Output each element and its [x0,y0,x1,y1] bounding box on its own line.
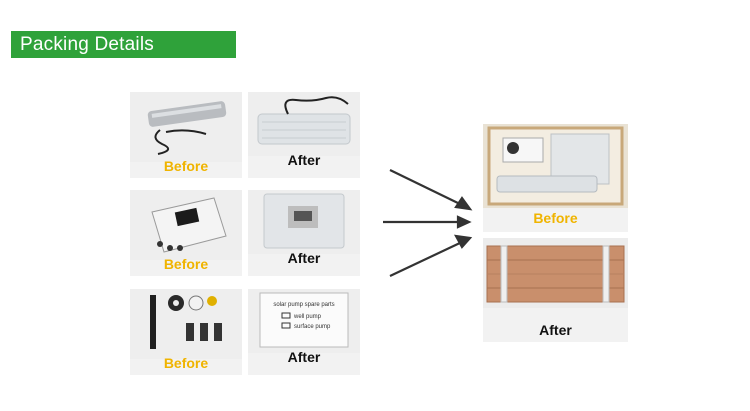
parts-before-card: Before [130,289,242,375]
crate-before-card: Before [483,124,628,232]
before-label: Before [163,355,209,371]
box-label-line3: surface pump [294,324,331,330]
pump-before-card: Before [130,92,242,178]
arrow-icon [389,169,473,211]
controller-before-card: Before [130,190,242,276]
after-label: After [287,250,321,266]
pump-after-card: After [248,92,360,178]
box-label-line2: well pump [293,314,322,320]
after-label: After [287,349,321,365]
before-label: Before [163,158,209,174]
after-label: After [539,322,572,338]
section-title: Packing Details [20,34,154,55]
before-label: Before [533,210,578,226]
box-label-line1: solar pump spare parts [273,302,334,308]
arrow-icon [383,215,472,229]
arrow-icon [389,234,473,277]
parts-after-card: solar pump spare parts well pump surface… [248,289,360,375]
section-title-banner: Packing Details [11,31,236,58]
controller-photo [130,190,242,260]
wrapped-controller-photo [248,190,360,254]
pump-photo [130,92,242,162]
spare-parts-photo [130,289,242,359]
after-label: After [287,152,321,168]
before-label: Before [163,256,209,272]
controller-after-card: After [248,190,360,276]
parts-box-photo: solar pump spare parts well pump surface… [248,289,360,353]
crate-after-card: After [483,238,628,342]
open-crate-photo [483,124,628,208]
wrapped-pump-photo [248,92,360,156]
closed-crate-photo [483,238,628,308]
